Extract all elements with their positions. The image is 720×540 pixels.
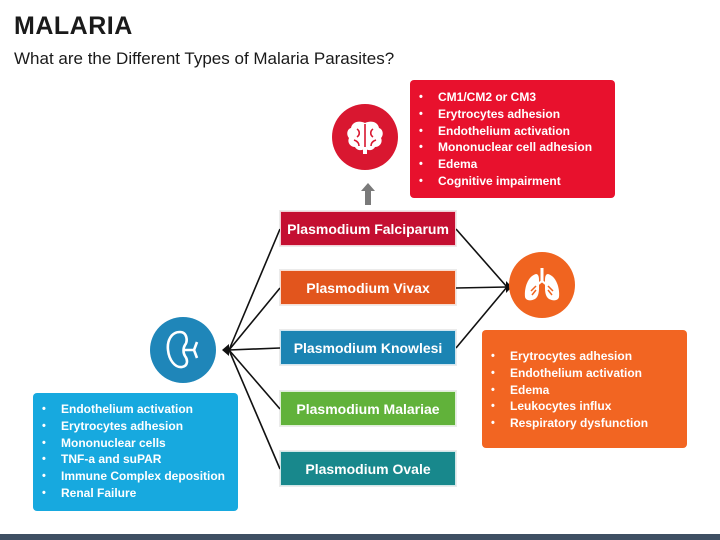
page-title: MALARIA (14, 12, 133, 40)
lungs-icon (524, 268, 560, 301)
list-item: Endothelium activation (419, 123, 615, 140)
list-item: Mononuclear cell adhesion (419, 139, 615, 156)
parasite-ovale: Plasmodium Ovale (280, 451, 456, 486)
list-item: Cognitive impairment (419, 173, 615, 190)
page-subtitle: What are the Different Types of Malaria … (14, 49, 395, 68)
connector-kidney-ovale (228, 349, 281, 470)
kidney-arrowhead (222, 344, 229, 356)
list-item: Respiratory dysfunction (491, 415, 687, 432)
list-item: Erytrocytes adhesion (491, 348, 687, 365)
lungs-effects-box: Erytrocytes adhesion Endothelium activat… (482, 330, 687, 448)
brain-circle (332, 104, 398, 170)
connector-kidney-falciparum (228, 228, 281, 351)
kidney-circle (150, 317, 216, 383)
connector-vivax-lungs (455, 286, 508, 289)
list-item: Edema (491, 382, 687, 399)
kidney-icon (166, 330, 199, 369)
kidney-effects-box: Endothelium activation Erytrocytes adhes… (33, 393, 238, 511)
list-item: Erytrocytes adhesion (419, 106, 615, 123)
list-item: Erytrocytes adhesion (42, 418, 238, 435)
connector-kidney-vivax (228, 287, 281, 351)
parasite-vivax: Plasmodium Vivax (280, 270, 456, 305)
parasite-knowlesi: Plasmodium Knowlesi (280, 330, 456, 365)
list-item: Endothelium activation (42, 401, 238, 418)
connector-kidney-malariae (228, 349, 281, 410)
brain-effects-list: CM1/CM2 or CM3 Erytrocytes adhesion Endo… (416, 89, 615, 190)
footer-bar (0, 534, 720, 540)
lungs-circle (509, 252, 575, 318)
list-item: CM1/CM2 or CM3 (419, 89, 615, 106)
list-item: Endothelium activation (491, 365, 687, 382)
list-item: TNF-a and suPAR (42, 451, 238, 468)
brain-effects-box: CM1/CM2 or CM3 Erytrocytes adhesion Endo… (410, 80, 615, 198)
list-item: Immune Complex deposition (42, 468, 238, 485)
brain-icon (347, 121, 383, 154)
list-item: Edema (419, 156, 615, 173)
list-item: Renal Failure (42, 485, 238, 502)
parasite-malariae: Plasmodium Malariae (280, 391, 456, 426)
connector-kidney-knowlesi (228, 347, 281, 351)
kidney-effects-list: Endothelium activation Erytrocytes adhes… (39, 401, 238, 502)
parasite-falciparum: Plasmodium Falciparum (280, 211, 456, 246)
lungs-effects-list: Erytrocytes adhesion Endothelium activat… (488, 348, 687, 432)
connector-knowlesi-lungs (455, 286, 508, 349)
up-arrow-icon (361, 183, 375, 205)
connector-falciparum-lungs (455, 228, 508, 288)
list-item: Leukocytes influx (491, 398, 687, 415)
list-item: Mononuclear cells (42, 435, 238, 452)
